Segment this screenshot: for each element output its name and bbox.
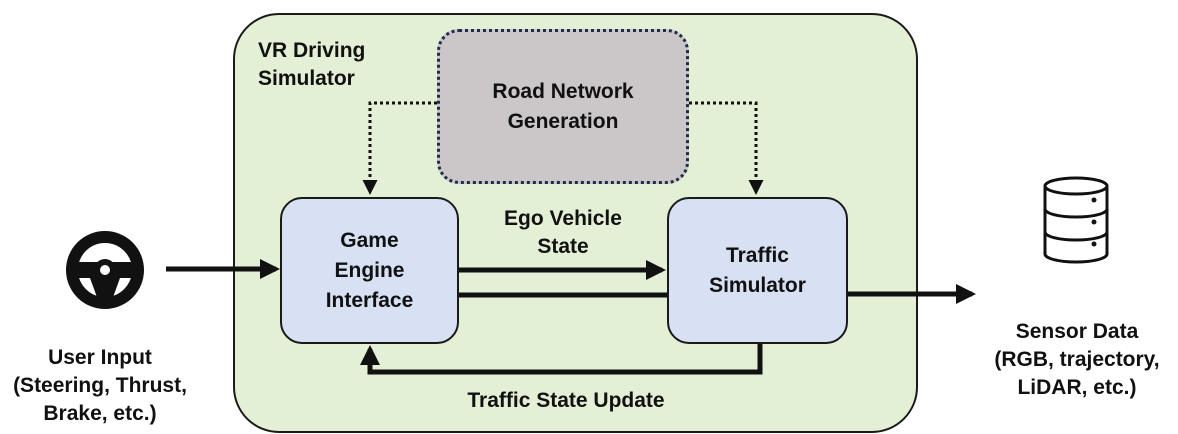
sensor-data-label: Sensor Data (RGB, trajectory, LiDAR, etc…: [994, 320, 1160, 399]
road-network-node: Road Network Generation: [437, 29, 689, 184]
road-to-game-dotted-arrow: [362, 101, 437, 195]
ego-vehicle-state-label: Ego Vehicle State: [504, 207, 622, 258]
traffic-state-update-label: Traffic State Update: [467, 389, 665, 412]
steering-wheel-icon: [66, 231, 144, 309]
road-to-traffic-dotted-arrow: [689, 101, 764, 195]
database-icon: [1043, 176, 1109, 264]
game-engine-node: Game Engine Interface: [280, 197, 459, 344]
user-input-label: User Input (Steering, Thrust, Brake, etc…: [13, 346, 187, 425]
container-title: VR Driving Simulator: [258, 39, 366, 90]
traffic-update-arrow: [360, 344, 763, 375]
traffic-simulator-node: Traffic Simulator: [667, 197, 848, 344]
